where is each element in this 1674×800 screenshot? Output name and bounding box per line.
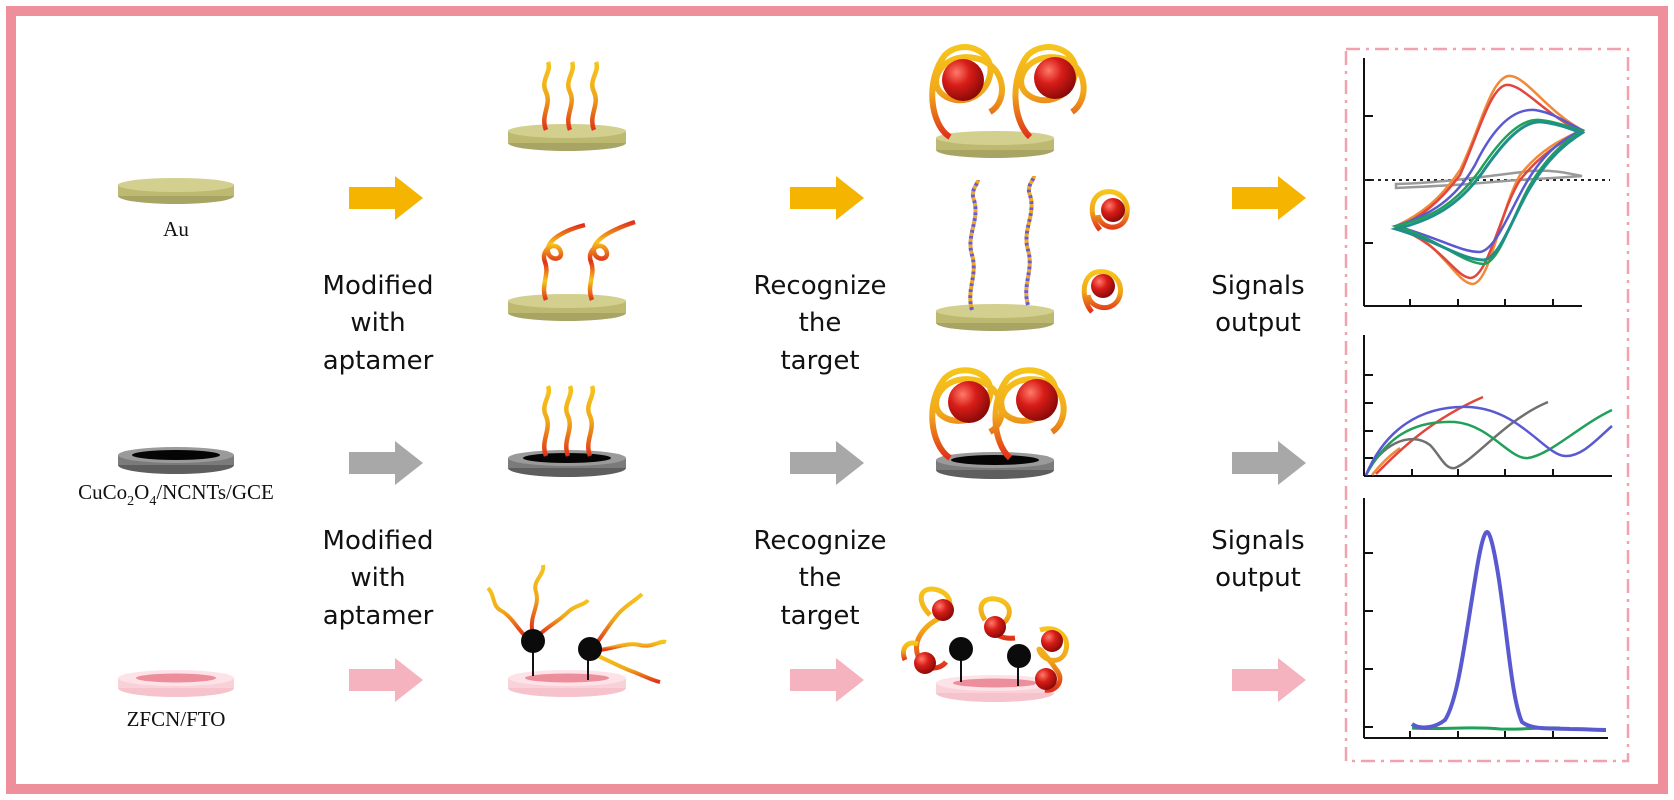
aptamer-strand-icon	[529, 564, 546, 631]
signals-label-bottom-1: Signals	[1211, 526, 1304, 556]
gce-disk-aptamer	[508, 385, 626, 477]
fto-disk-aptamer	[486, 564, 667, 697]
target-molecule-icon	[1041, 630, 1063, 652]
target-molecule-icon	[984, 616, 1006, 638]
modified-label-bottom-3: aptamer	[323, 601, 434, 631]
recognize-label-top-1: Recognize	[754, 271, 887, 301]
aptamer-strand-icon	[599, 639, 667, 652]
target-molecule-icon	[1012, 44, 1087, 140]
right-arrow-icon	[1232, 176, 1306, 220]
signals-label-top-2: output	[1215, 308, 1301, 338]
right-arrow-icon	[1232, 441, 1306, 485]
right-arrow-icon	[349, 176, 423, 220]
cv-curve-teal	[1390, 120, 1586, 262]
aptamer-strand-icon	[590, 61, 600, 131]
aptamer-strand-icon	[541, 222, 586, 301]
aptamer-strand-icon	[587, 219, 636, 301]
aptamer-strand-icon	[597, 654, 661, 684]
aptamer-strand-icon	[542, 61, 552, 131]
target-molecule-icon	[929, 367, 1005, 461]
aptamer-strand-icon	[586, 385, 596, 457]
aptamer-strand-icon	[538, 598, 590, 636]
recognize-label-top-3: target	[780, 346, 859, 376]
recognize-label-bottom-3: target	[780, 601, 859, 631]
aptamer-strand-icon	[1024, 175, 1036, 306]
dpv-curve-blue	[1410, 529, 1607, 732]
right-arrow-icon	[790, 658, 864, 702]
eis-graph	[1363, 335, 1613, 477]
au-disk-folded-aptamer	[508, 219, 636, 321]
right-arrow-icon	[790, 441, 864, 485]
modified-label-bottom-1: Modified	[323, 526, 434, 556]
fto-label: ZFCN/FTO	[127, 707, 226, 731]
nanoparticle-icon	[521, 629, 545, 653]
aptamer-strand-icon	[1024, 175, 1036, 306]
right-arrow-icon	[349, 658, 423, 702]
recognize-label-top-2: the	[799, 308, 842, 338]
au-disk-released	[936, 175, 1054, 331]
modified-label-top-3: aptamer	[323, 346, 434, 376]
modified-label-top-2: with	[350, 308, 405, 338]
aptamer-strand-icon	[564, 385, 574, 457]
target-molecule-icon	[929, 44, 1005, 140]
eis-curve-orange	[1371, 446, 1401, 476]
nanoparticle-icon	[949, 637, 973, 661]
nanoparticle-icon	[578, 637, 602, 661]
right-arrow-icon	[1232, 658, 1306, 702]
cv-graph	[1363, 58, 1610, 307]
dpv-graph	[1363, 498, 1608, 739]
fto-disk-target	[901, 586, 1070, 702]
nanoparticle-icon	[1007, 644, 1031, 668]
target-molecule-icon	[1035, 668, 1057, 690]
signal-panel-frame	[1344, 47, 1630, 763]
aptamer-strand-icon	[542, 385, 552, 457]
au-label: Au	[163, 217, 189, 241]
aptamer-strand-icon	[486, 586, 527, 638]
target-molecule-icon	[1089, 189, 1130, 232]
target-molecule-icon	[932, 599, 954, 621]
fto-electrode	[118, 670, 234, 697]
eis-curve-gray	[1364, 400, 1549, 476]
target-molecule-icon	[1081, 269, 1123, 314]
eis-curve-blue	[1364, 405, 1613, 476]
au-disk-aptamer	[508, 61, 626, 151]
au-electrode	[118, 178, 234, 204]
target-molecule-icon	[992, 367, 1067, 461]
target-molecule-icon	[914, 652, 936, 674]
gce-electrode	[118, 447, 234, 474]
au-disk-target	[929, 44, 1087, 158]
signals-label-top-1: Signals	[1211, 271, 1304, 301]
gce-label: CuCo2O4/NCNTs/GCE	[78, 480, 274, 509]
modified-label-top-1: Modified	[323, 271, 434, 301]
recognize-label-bottom-2: the	[799, 563, 842, 593]
modified-label-bottom-2: with	[350, 563, 405, 593]
right-arrow-icon	[790, 176, 864, 220]
eis-curve-green	[1364, 408, 1613, 476]
figure-frame	[6, 6, 1668, 794]
aptamer-strand-icon	[968, 179, 980, 311]
cv-curve-green	[1391, 118, 1586, 266]
right-arrow-icon	[349, 441, 423, 485]
gce-disk-target	[929, 367, 1067, 479]
aptamer-strand-icon	[566, 61, 576, 131]
signals-label-bottom-2: output	[1215, 563, 1301, 593]
eis-curve-red	[1375, 395, 1484, 475]
aptamer-strand-icon	[594, 592, 644, 646]
recognize-label-bottom-1: Recognize	[754, 526, 887, 556]
